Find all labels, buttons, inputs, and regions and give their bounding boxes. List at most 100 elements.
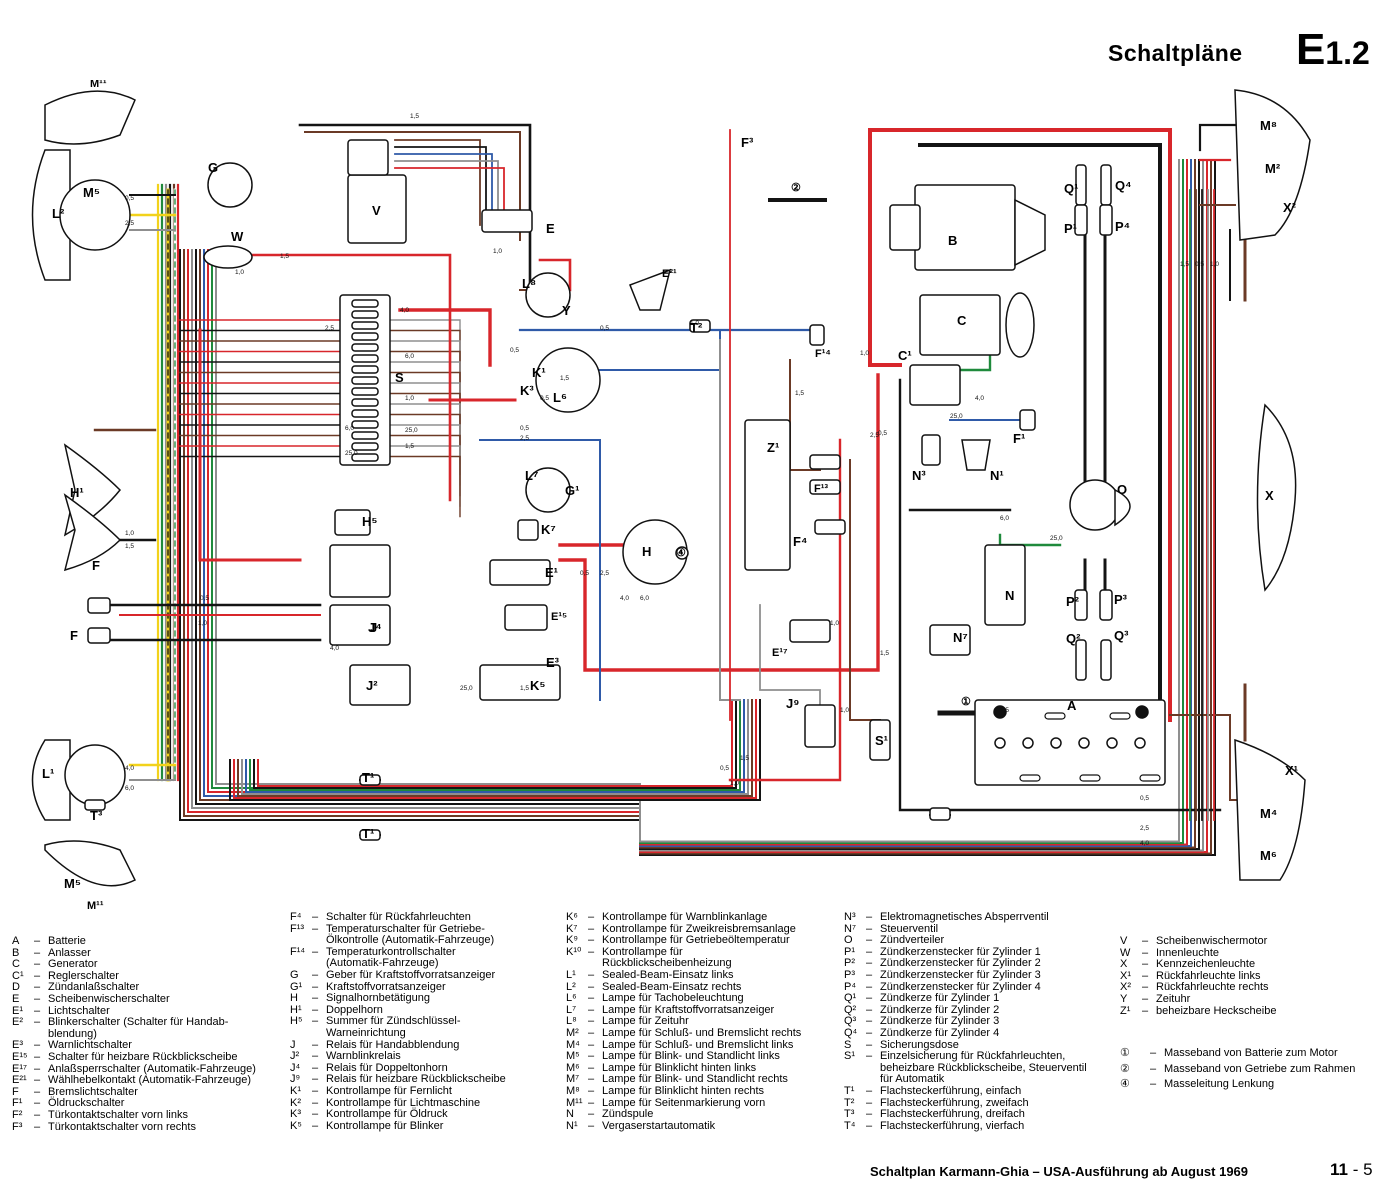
choke-n1 <box>961 439 991 471</box>
component-label-q2: Q² <box>1066 631 1081 646</box>
legend-description: Masseleitung Lenkung <box>1164 1078 1275 1091</box>
wire-gauge-label: 1,5 <box>560 375 569 382</box>
component-label-x2: X² <box>1283 200 1297 215</box>
wiper-wire <box>394 160 499 226</box>
legend-description: Kontrollampe für Lichtmaschine <box>326 1096 481 1109</box>
legend-description-continued: beheizbare Rückblickscheibe, Steuerventi… <box>880 1061 1087 1074</box>
legend-code: F <box>12 1085 19 1098</box>
component-label-m8: M⁸ <box>1260 118 1277 133</box>
wire-gauge-label: 1,0 <box>493 248 502 255</box>
legend-description: Zündverteiler <box>880 934 945 947</box>
component-label-g1: G¹ <box>565 483 579 498</box>
wire-gauge-label: 1,0 <box>198 620 207 627</box>
wiper-wire <box>394 146 487 226</box>
legend-dash: – <box>866 957 873 970</box>
component-label-e21: E²¹ <box>662 268 677 280</box>
legend-description: Anlasser <box>48 946 91 959</box>
wire-gauge-label: 25,0 <box>405 427 418 434</box>
component-label-g1b: ① <box>961 696 971 708</box>
harness-wire <box>237 699 753 797</box>
legend-entry: C¹–Reglerschalter <box>12 970 256 983</box>
wire-gauge-label: 4,0 <box>330 645 339 652</box>
buzzer-h5 <box>334 509 371 536</box>
legend-dash: – <box>866 1038 873 1051</box>
legend-description: Lampe für Schluß- und Bremslicht links <box>602 1038 794 1051</box>
wire <box>789 359 821 471</box>
component-label-n: N <box>1005 588 1014 603</box>
side-marker-m5 <box>44 840 137 887</box>
warning-lamp-k7 <box>517 519 539 541</box>
legend-code: K¹⁰ <box>566 945 582 958</box>
legend-code: S¹ <box>844 1050 855 1063</box>
legend-entry: K²–Kontrollampe für Lichtmaschine <box>290 1096 506 1110</box>
legend-entry: M⁵–Lampe für Blink- und Standlicht links <box>566 1051 801 1063</box>
component-label-t2: T² <box>690 320 703 335</box>
footer-caption: Schaltplan Karmann-Ghia – USA-Ausführung… <box>870 1164 1249 1179</box>
wire <box>248 253 452 502</box>
legend-code: K¹ <box>290 1084 301 1097</box>
legend-description: Zündkerze für Zylinder 2 <box>880 1003 1000 1016</box>
rear-window-switch-e15 <box>504 604 548 631</box>
legend-entry: K¹–Kontrollampe für Fernlicht <box>290 1084 506 1098</box>
connector-t1 <box>359 774 381 786</box>
wire-gauge-label: 25,0 <box>1050 535 1063 542</box>
legend-code: P⁴ <box>844 980 857 993</box>
legend-dash: – <box>34 1062 41 1075</box>
battery-cell-cap <box>1134 737 1146 749</box>
legend-entry: J⁹–Relais für heizbare Rückblickscheibe <box>290 1074 506 1086</box>
legend-code: D <box>12 981 20 994</box>
wire-gauge-label: 1,0 <box>860 350 869 357</box>
component-label-f13: F¹³ <box>814 483 828 495</box>
legend-description: Lampe für Tachobeleuchtung <box>602 992 744 1005</box>
legend-code: M² <box>566 1026 579 1039</box>
legend-description: Sealed-Beam-Einsatz rechts <box>602 980 742 993</box>
wire-gauge-label: 1,5 <box>405 443 414 450</box>
legend-code: H <box>290 992 298 1005</box>
wire <box>849 459 881 721</box>
legend-description: Masseband von Getriebe zum Rahmen <box>1164 1062 1356 1075</box>
legend-dash: – <box>312 922 319 935</box>
component-label-f3: F³ <box>741 135 754 150</box>
legend-entry: E²–Blinkerschalter (Schalter für Handab- <box>12 1017 256 1029</box>
legend-code: M⁴ <box>566 1038 580 1051</box>
legend-code: E¹⁵ <box>12 1050 28 1063</box>
legend-code: E¹ <box>12 1004 23 1017</box>
legend-code: E²¹ <box>12 1074 27 1087</box>
legend-description: Zeituhr <box>1156 992 1191 1005</box>
wire-gauge-label: 1,5 <box>280 253 289 260</box>
battery-cell-cap <box>994 737 1006 749</box>
legend-dash: – <box>34 935 41 947</box>
legend-entry: S–Sicherungsdose <box>844 1038 1087 1052</box>
wire-gauge-label: 1,5 <box>520 685 529 692</box>
legend-code: X¹ <box>1120 969 1131 982</box>
legend-entry: F³–Türkontaktschalter vorn rechts <box>12 1121 256 1134</box>
wire <box>479 439 601 701</box>
component-label-t3: T³ <box>90 808 103 823</box>
ground-number: ① <box>1120 1047 1130 1059</box>
legend-code: B <box>12 946 20 959</box>
legend-dash: – <box>866 1003 873 1016</box>
legend-code: K³ <box>290 1108 301 1121</box>
generator-c <box>919 294 1001 356</box>
harness-wire <box>233 699 757 799</box>
component-label-m5: M⁵ <box>83 185 100 200</box>
legend-code: M⁸ <box>566 1084 580 1097</box>
spark-plug <box>1100 164 1112 206</box>
legend-dash: – <box>34 1016 41 1029</box>
battery-vent <box>1139 774 1161 782</box>
legend-description: Sealed-Beam-Einsatz links <box>602 968 734 981</box>
legend-description: Einzelsicherung für Rückfahrleuchten, <box>880 1050 1066 1063</box>
harness-wire <box>257 699 733 787</box>
wire-gauge-label: 0,5 <box>720 765 729 772</box>
legend-description: Flachsteckerführung, einfach <box>880 1084 1022 1097</box>
legend-description: Rückfahrleuchte links <box>1156 969 1261 982</box>
legend-code: K⁶ <box>566 911 578 923</box>
legend-code: E¹⁷ <box>12 1062 27 1075</box>
legend-code: F² <box>12 1108 23 1121</box>
component-label-v: V <box>372 203 381 218</box>
flasher-relay-j2 <box>349 664 411 706</box>
legend-dash: – <box>34 1039 41 1052</box>
